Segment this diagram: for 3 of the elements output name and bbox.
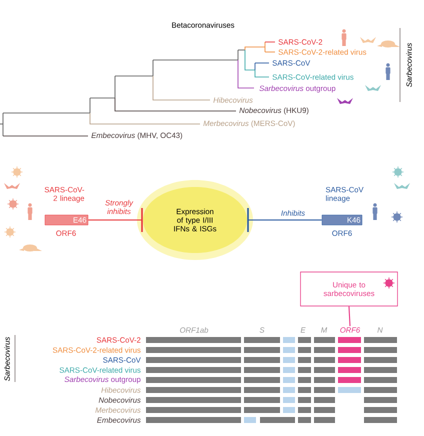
inhibition-line xyxy=(247,208,322,232)
inhibition-line xyxy=(88,208,143,232)
leader-line xyxy=(348,306,351,326)
